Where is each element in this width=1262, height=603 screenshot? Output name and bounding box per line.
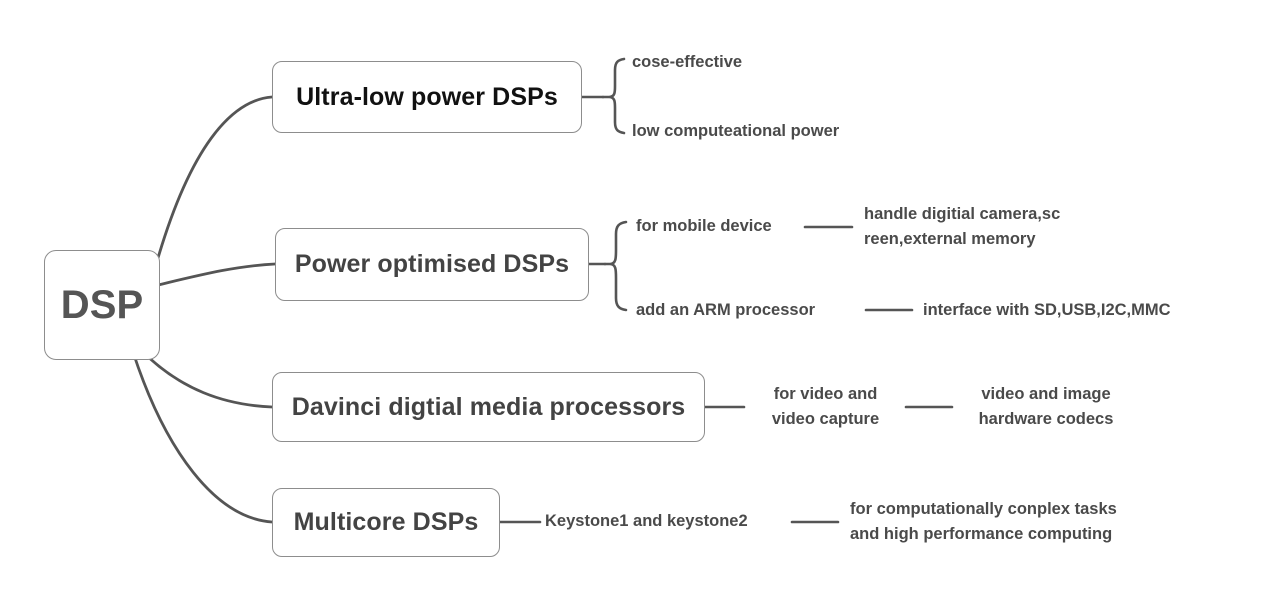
leaf-video-and-image-hardware-codecs[interactable]: video and image hardware codecs [978, 385, 1114, 429]
leaf-low-computeational-power[interactable]: low computeational power [632, 122, 840, 140]
leaf-cose-effective[interactable]: cose-effective [632, 53, 743, 71]
brace-branch1 [601, 57, 626, 135]
leaf-for-video-and-video-capture[interactable]: for video and video capture [771, 385, 880, 429]
connector-root-to-branch1 [156, 95, 274, 260]
brace-branch2 [603, 220, 628, 312]
leaf-keystone1-and-keystone2[interactable]: Keystone1 and keystone2 [545, 512, 748, 530]
connector-root-to-branch3 [138, 347, 274, 409]
connector-root-to-branch2 [156, 262, 277, 287]
connector-root-to-branch4 [131, 350, 274, 524]
branch-node-ultra-low-power-dsps[interactable]: Ultra-low power DSPs [272, 61, 582, 133]
branch-node-davinci-digtial-media-processors[interactable]: Davinci digtial media processors [272, 372, 705, 442]
leaf-handle-digitial-camera-screen-external-memory[interactable]: handle digitial camera,sc reen,external … [864, 205, 1061, 249]
leaf-add-an-arm-processor[interactable]: add an ARM processor [636, 301, 816, 319]
leaf-interface-with-sd-usb-i2c-mmc[interactable]: interface with SD,USB,I2C,MMC [923, 301, 1171, 319]
leaf-for-mobile-device[interactable]: for mobile device [636, 217, 772, 235]
leaf-for-computationally-conplex-tasks[interactable]: for computationally conplex tasks and hi… [850, 500, 1117, 544]
branch-node-multicore-dsps[interactable]: Multicore DSPs [272, 488, 500, 557]
branch-node-power-optimised-dsps[interactable]: Power optimised DSPs [275, 228, 589, 301]
root-node-dsp[interactable]: DSP [44, 250, 160, 360]
